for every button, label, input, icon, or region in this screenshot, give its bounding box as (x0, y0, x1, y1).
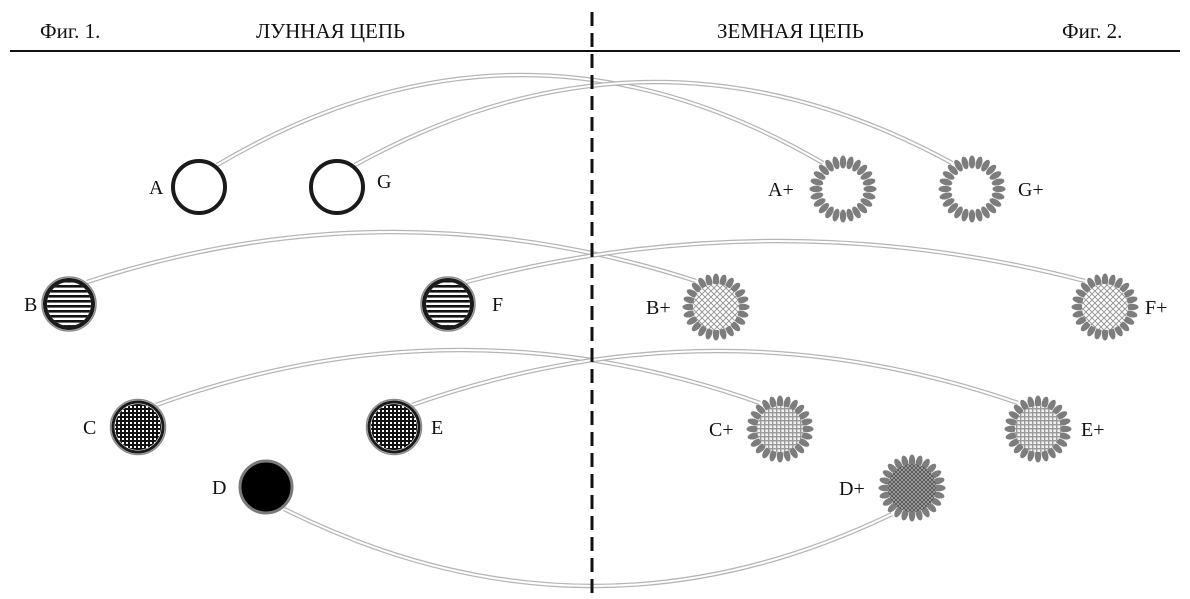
globe-label-g: G (377, 171, 391, 193)
globe-label-a-plus: A+ (768, 179, 794, 201)
globe-rays (938, 155, 1006, 223)
lunar-globe-a: A (149, 159, 227, 215)
globe-rays (1004, 395, 1072, 463)
link-a-a-plus (215, 72, 825, 167)
earth-globe-g-plus: G+ (938, 155, 1044, 223)
lunar-globe-f: F (420, 276, 503, 332)
earth-globe-a-plus: A+ (768, 155, 877, 223)
lunar-chain-title: ЛУННАЯ ЦЕПЬ (256, 19, 405, 43)
globe-label-g-plus: G+ (1018, 179, 1044, 201)
globe-label-e-plus: E+ (1081, 419, 1105, 441)
globe-label-d: D (212, 477, 226, 499)
lunar-globe-e: E (365, 398, 443, 456)
globe-label-b: B (24, 294, 37, 316)
header: Фиг. 1. ЛУННАЯ ЦЕПЬ ЗЕМНАЯ ЦЕПЬ Фиг. 2. (10, 19, 1180, 52)
fig-2-label: Фиг. 2. (1062, 19, 1122, 43)
globe-rays (746, 395, 814, 463)
earth-globe-b-plus: B+ (646, 273, 750, 341)
earth-chain-title: ЗЕМНАЯ ЦЕПЬ (717, 19, 864, 43)
lunar-globe-g: G (309, 159, 391, 215)
chain-links (86, 72, 1086, 589)
lunar-globe-c: C (83, 398, 167, 456)
link-d-d-plus (282, 506, 893, 589)
link-e-e-plus (411, 348, 1019, 408)
link-g-g-plus (353, 79, 954, 167)
globe-label-a: A (149, 177, 164, 199)
earth-globe-d-plus: D+ (839, 454, 946, 522)
globe-rays (1071, 273, 1139, 341)
globe-rays (809, 155, 877, 223)
globe-label-c: C (83, 417, 96, 439)
link-c-c-plus (155, 347, 761, 408)
globe-label-b-plus: B+ (646, 297, 671, 319)
earth-globe-e-plus: E+ (1004, 395, 1105, 463)
globe-rays (682, 273, 750, 341)
lunar-globe-b: B (24, 276, 97, 332)
earth-globe-f-plus: F+ (1071, 273, 1167, 341)
link-b-b-plus (86, 229, 697, 285)
globe-label-c-plus: C+ (709, 419, 734, 441)
fig-1-label: Фиг. 1. (40, 19, 100, 43)
globes: A G B F C E D A+ G+ B+ F+ C+ E+ D+ (24, 155, 1167, 522)
earth-globe-c-plus: C+ (709, 395, 814, 463)
lunar-globe-d: D (212, 459, 294, 515)
globe-label-f-plus: F+ (1145, 297, 1167, 319)
globe-label-d-plus: D+ (839, 478, 865, 500)
globe-label-e: E (431, 417, 443, 439)
link-f-f-plus (465, 238, 1086, 285)
globe-label-f: F (492, 294, 503, 316)
